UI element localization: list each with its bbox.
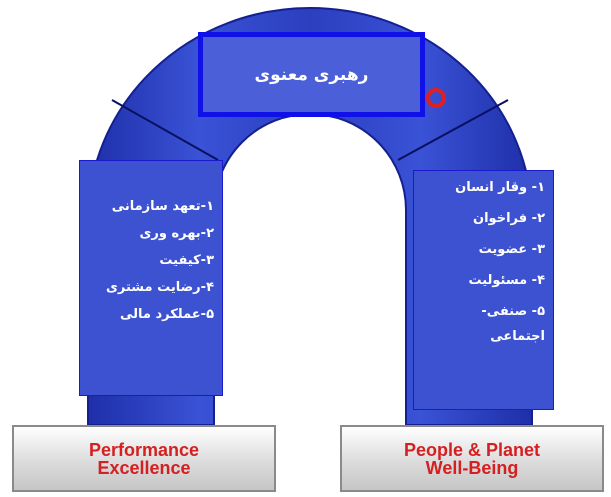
left-item-5: ۵-عملکرد مالی (119, 307, 214, 322)
left-base-line1: Performance (88, 439, 200, 460)
right-pillar-base: People & Planet Well-Being (340, 425, 604, 492)
right-panel: ۱- وقار انسان ۲- فراخوان ۳- عضویت ۴- مسئ… (413, 170, 554, 410)
right-item-4: ۴- مسئولیت (468, 273, 545, 288)
left-pillar-base: Performance Excellence (12, 425, 276, 492)
right-base-line2: Well-Being (425, 457, 519, 478)
red-swirl-icon (426, 88, 446, 108)
left-item-2: ۲-بهره وری (139, 226, 214, 241)
left-item-3: ۳-کیفیت (159, 253, 214, 268)
left-panel: ۱-تعهد سازمانی ۲-بهره وری ۳-کیفیت ۴-رضای… (79, 160, 223, 396)
arch-divider-left (111, 99, 219, 161)
right-item-5: ۵- صنفی- (481, 304, 545, 319)
right-base-line1: People & Planet (403, 439, 541, 460)
right-item-2: ۲- فراخوان (473, 211, 545, 226)
title-box: رهبری معنوی (198, 32, 425, 117)
arch-divider-right (397, 99, 509, 161)
diagram-title: رهبری معنوی (254, 64, 369, 85)
left-item-4: ۴-رضایت مشتری (105, 280, 214, 295)
right-item-3: ۳- عضویت (478, 242, 545, 257)
left-base-line2: Excellence (97, 457, 191, 478)
left-item-1: ۱-تعهد سازمانی (111, 199, 214, 214)
right-item-1: ۱- وقار انسان (455, 180, 545, 195)
right-item-5-continuation: اجتماعی (490, 329, 545, 344)
